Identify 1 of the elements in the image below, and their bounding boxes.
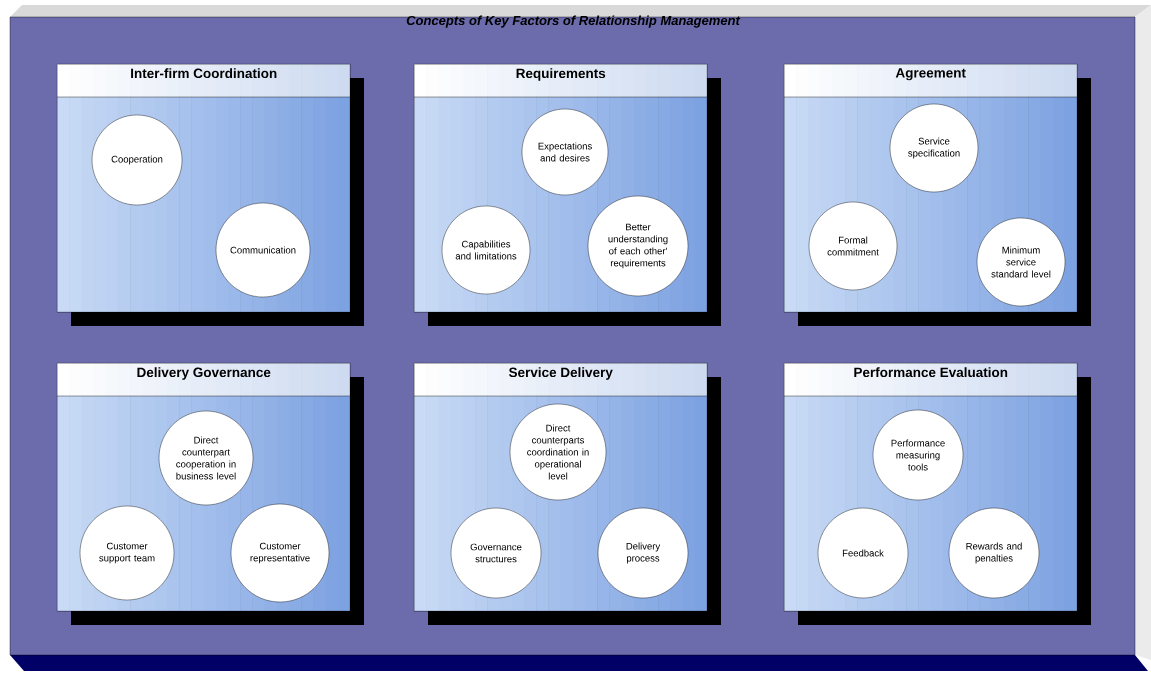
title: Concepts of Key Factors of Relationship Management (406, 15, 741, 28)
